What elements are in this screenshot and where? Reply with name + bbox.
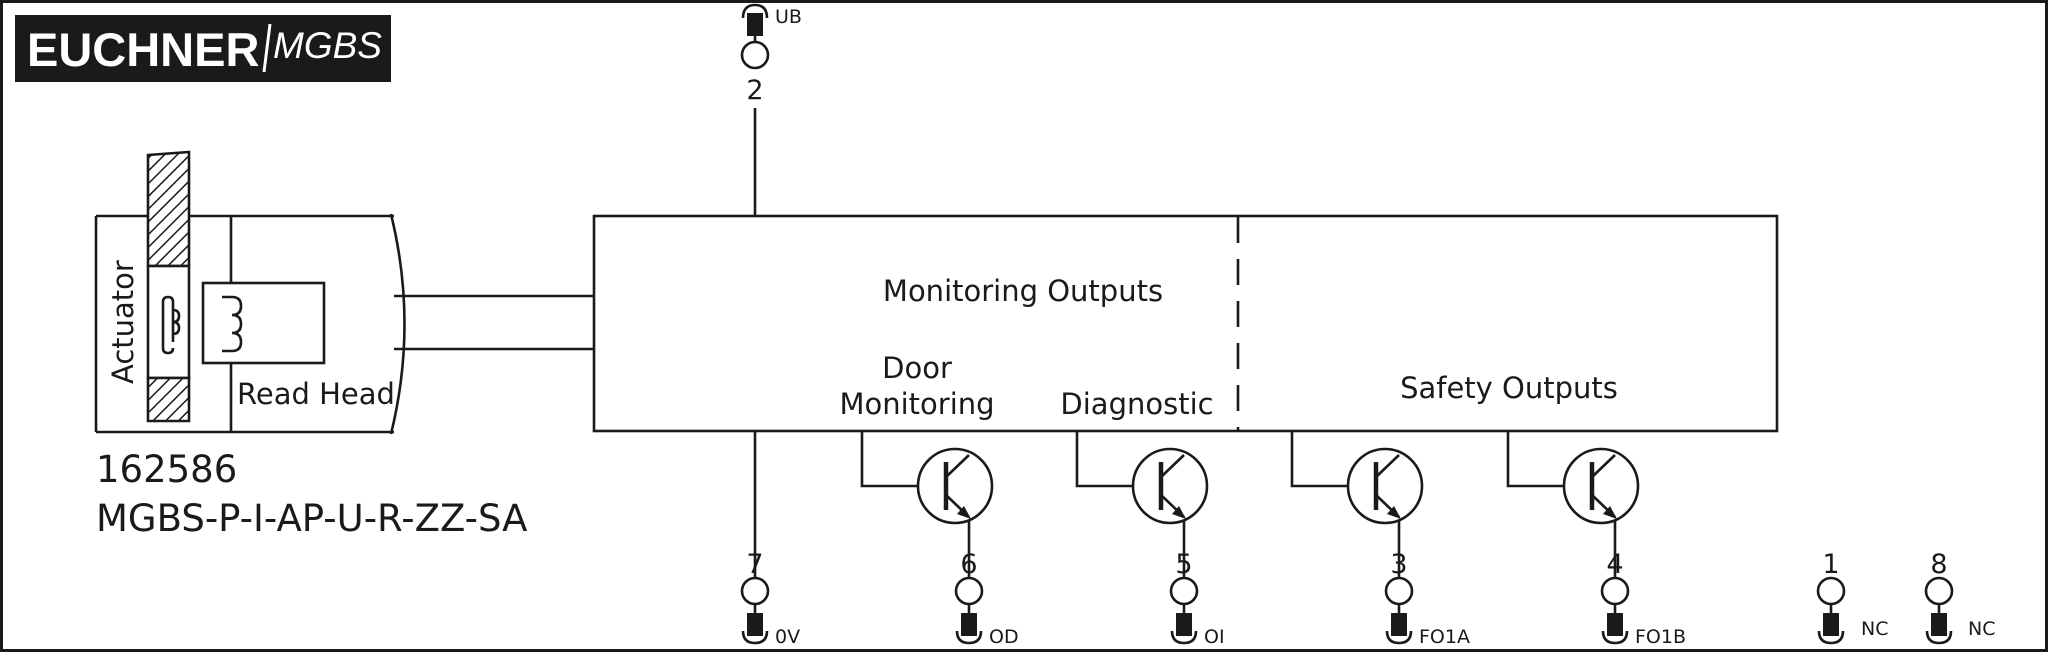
read-head-label: Read Head <box>237 377 395 411</box>
order-number: 162586 <box>96 448 237 491</box>
pin-4-signal: FO1B <box>1635 626 1686 648</box>
transistor-diagnostic-icon <box>1133 449 1207 523</box>
pin-7-number: 7 <box>746 549 763 580</box>
pin-8-signal: NC <box>1968 618 1995 640</box>
pin-7-0v-connector: 7 0V <box>740 431 800 648</box>
pin-5-oi-output: 5 OI <box>1075 431 1225 648</box>
pin-4-number: 4 <box>1606 549 1623 580</box>
pin-3-signal: FO1A <box>1419 626 1470 648</box>
diagnostic-label: Diagnostic <box>1060 387 1213 421</box>
pin-1-number: 1 <box>1822 549 1839 580</box>
logo-brand-text: EUCHNER <box>27 23 259 76</box>
pin-6-od-output: 6 OD <box>860 431 1019 648</box>
pin-6-number: 6 <box>960 549 977 580</box>
transistor-door-monitoring-icon <box>918 449 992 523</box>
sensor-assembly: Read Head <box>94 213 594 435</box>
pin-3-fo1a-output: 3 FO1A <box>1290 431 1470 648</box>
pin-7-signal: 0V <box>775 626 800 648</box>
pin-5-signal: OI <box>1204 626 1225 648</box>
read-head-coil-icon <box>222 295 243 353</box>
pin-5-number: 5 <box>1175 549 1192 580</box>
type-code: MGBS-P-I-AP-U-R-ZZ-SA <box>96 497 528 540</box>
euchner-logo: EUCHNER MGBS <box>15 15 391 82</box>
door-monitoring-label-line1: Door <box>882 351 952 385</box>
door-monitoring-label-line2: Monitoring <box>839 387 994 421</box>
logo-product-text: MGBS <box>273 25 382 66</box>
control-unit-block <box>592 214 1779 433</box>
pin-2-number: 2 <box>746 75 763 106</box>
pin-8-nc-connector: 8 NC <box>1924 549 1995 645</box>
pin-1-nc-connector: 1 NC <box>1816 549 1888 645</box>
transistor-fo1b-icon <box>1564 449 1638 523</box>
pin-2-signal: UB <box>775 6 802 28</box>
actuator: Actuator <box>106 150 191 423</box>
pin-8-number: 8 <box>1930 549 1947 580</box>
pin-2-ub-connector: 2 UB <box>740 3 802 216</box>
monitoring-outputs-label: Monitoring Outputs <box>883 274 1163 308</box>
read-head-box <box>201 281 326 365</box>
safety-outputs-label: Safety Outputs <box>1400 371 1618 405</box>
pin-3-number: 3 <box>1390 549 1407 580</box>
transistor-fo1a-icon <box>1348 449 1422 523</box>
actuator-label: Actuator <box>106 260 140 384</box>
pin-6-signal: OD <box>989 626 1019 648</box>
pin-4-fo1b-output: 4 FO1B <box>1506 431 1686 648</box>
actuator-coil-icon <box>161 295 181 355</box>
pin-1-signal: NC <box>1861 618 1888 640</box>
